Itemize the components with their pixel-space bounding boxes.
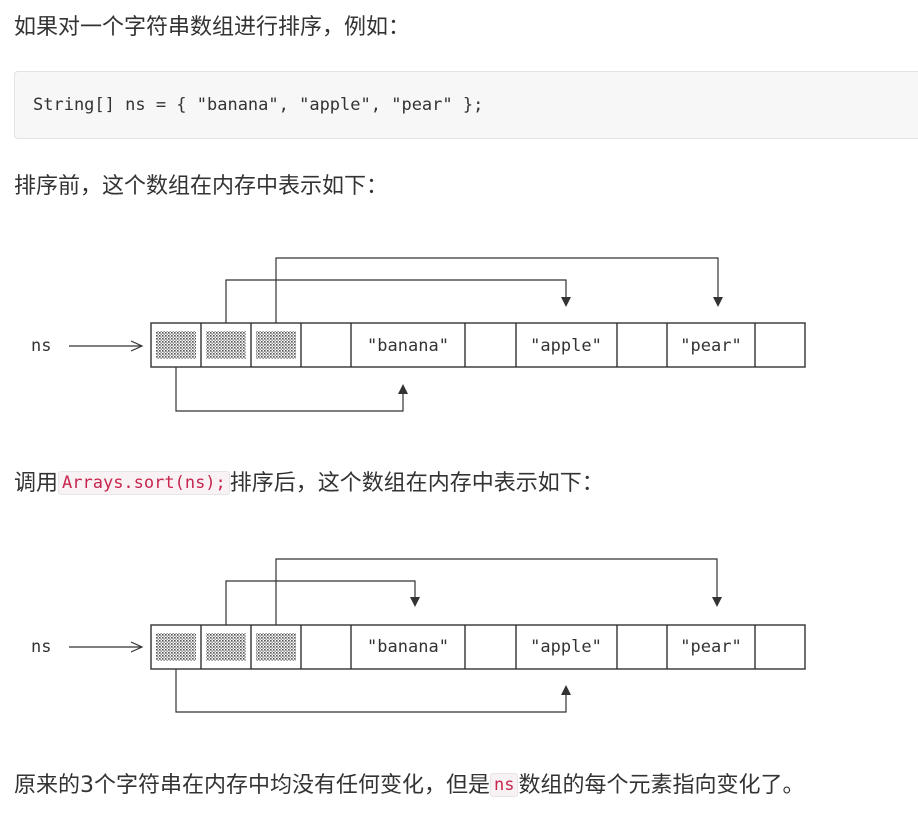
arrow-down-icon: [561, 297, 571, 307]
reference-cell: [206, 633, 246, 661]
arrays-sort-code: Arrays.sort(ns);: [58, 471, 230, 495]
pointer-to-apple: [225, 279, 567, 323]
intro-text: 如果对一个字符串数组进行排序，例如：: [14, 15, 411, 40]
reference-cell: [156, 331, 196, 359]
arrow-down-icon: [410, 597, 420, 607]
code-line: String[] ns = { "banana", "apple", "pear…: [33, 95, 484, 115]
ns-label: ns: [31, 336, 51, 356]
reference-cell: [156, 633, 196, 661]
conclusion-prefix: 原来的3个字符串在内存中均没有任何变化，但是: [14, 773, 490, 798]
string-pear: "pear": [680, 336, 741, 356]
conclusion-suffix: 数组的每个元素指向变化了。: [518, 773, 805, 798]
before-text: 排序前，这个数组在内存中表示如下：: [14, 174, 389, 199]
string-banana: "banana": [367, 336, 449, 356]
ns-pointer-head: [130, 340, 144, 352]
memory-diagram-after: ns "banana" "apple" "pear": [31, 558, 806, 713]
string-apple: "apple": [530, 336, 602, 356]
pointer-to-banana: [225, 580, 416, 625]
ns-pointer-head: [130, 641, 144, 653]
arrow-down-icon: [712, 597, 722, 607]
after-suffix: 排序后，这个数组在内存中表示如下：: [229, 471, 604, 496]
arrow-up-icon: [561, 685, 571, 695]
ns-label: ns: [31, 637, 51, 657]
string-banana: "banana": [367, 637, 449, 657]
pointer-to-pear: [275, 257, 719, 323]
reference-cell: [206, 331, 246, 359]
after-prefix: 调用: [14, 471, 59, 496]
string-apple: "apple": [530, 637, 602, 657]
reference-cell: [256, 633, 296, 661]
pointer-to-pear: [275, 558, 718, 625]
arrow-down-icon: [713, 297, 723, 307]
pointer-to-apple: [175, 669, 567, 713]
pointer-to-banana: [175, 367, 404, 412]
code-block: String[] ns = { "banana", "apple", "pear…: [14, 71, 918, 139]
ns-code: ns: [490, 773, 519, 797]
arrow-up-icon: [398, 384, 408, 394]
string-pear: "pear": [680, 637, 741, 657]
memory-diagram-before: ns "banana" "apple" "pear": [31, 257, 806, 412]
reference-cell: [256, 331, 296, 359]
